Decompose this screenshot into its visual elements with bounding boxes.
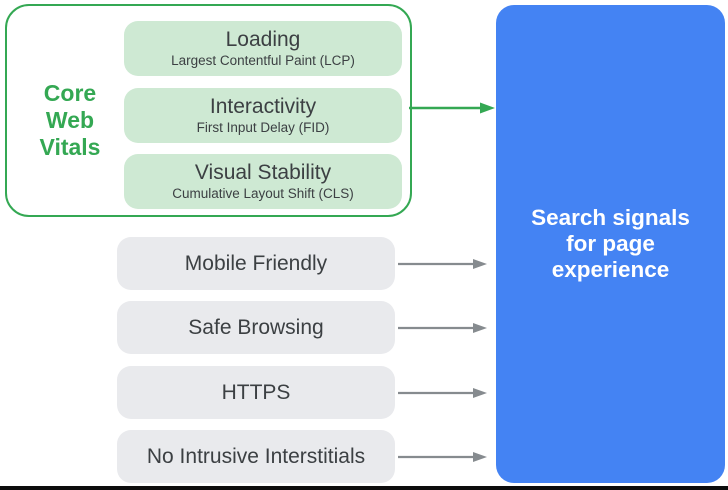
signal-label: HTTPS xyxy=(221,380,291,404)
vital-subtitle: Cumulative Layout Shift (CLS) xyxy=(172,186,354,201)
vital-pill-loading: Loading Largest Contentful Paint (LCP) xyxy=(124,21,402,76)
core-web-vitals-label-line: Core xyxy=(43,80,97,106)
core-web-vitals-label: Core Web Vitals xyxy=(21,80,119,161)
core-web-vitals-label-line: Vitals xyxy=(39,134,101,160)
vital-pill-visual-stability: Visual Stability Cumulative Layout Shift… xyxy=(124,154,402,209)
gray-arrow-icon xyxy=(398,452,487,462)
gray-arrow-icon xyxy=(398,259,487,269)
search-signals-box: Search signals for page experience xyxy=(496,5,725,483)
gray-arrow-icon xyxy=(398,388,487,398)
vital-pill-interactivity: Interactivity First Input Delay (FID) xyxy=(124,88,402,143)
signal-pill-mobile-friendly: Mobile Friendly xyxy=(117,237,395,290)
vital-title: Interactivity xyxy=(209,95,317,118)
search-signals-label-line: experience xyxy=(551,257,670,282)
signal-pill-https: HTTPS xyxy=(117,366,395,419)
search-signals-label-line: Search signals xyxy=(531,205,690,230)
core-web-vitals-group: Core Web Vitals Loading Largest Contentf… xyxy=(5,4,412,217)
vital-subtitle: First Input Delay (FID) xyxy=(196,120,330,135)
gray-arrow-icon xyxy=(398,323,487,333)
signal-label: No Intrusive Interstitials xyxy=(146,444,366,468)
signal-label: Mobile Friendly xyxy=(184,251,328,275)
vital-title: Visual Stability xyxy=(194,161,332,184)
signal-pill-safe-browsing: Safe Browsing xyxy=(117,301,395,354)
green-arrow-icon xyxy=(409,102,495,114)
signal-label: Safe Browsing xyxy=(188,315,324,339)
frame-bottom-border xyxy=(0,486,728,490)
core-web-vitals-label-line: Web xyxy=(45,107,95,133)
signal-pill-no-intrusive-interstitials: No Intrusive Interstitials xyxy=(117,430,395,483)
vital-title: Loading xyxy=(225,28,301,51)
search-signals-label-line: for page xyxy=(566,231,655,256)
vital-subtitle: Largest Contentful Paint (LCP) xyxy=(171,53,355,68)
